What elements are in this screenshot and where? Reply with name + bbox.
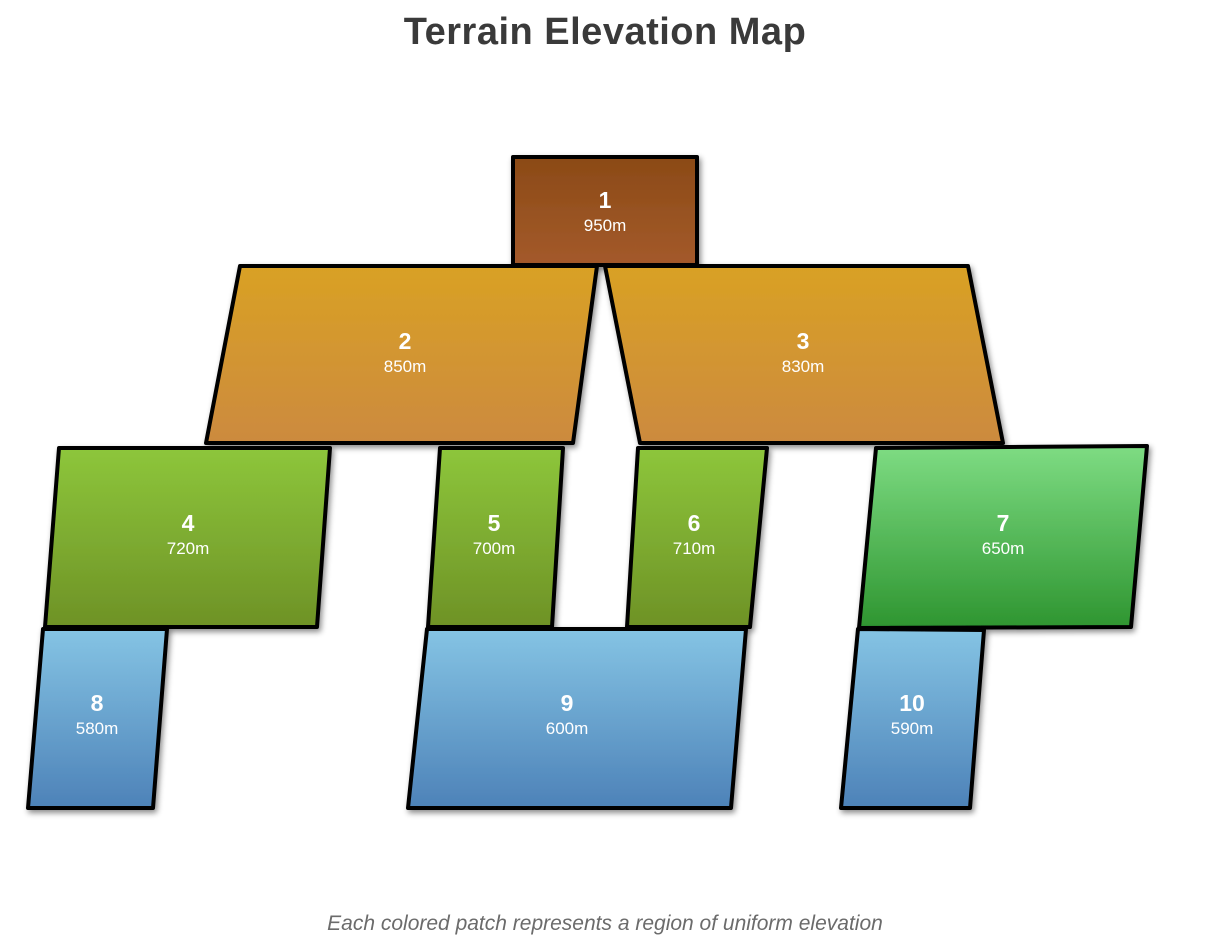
patch-number-label: 4 xyxy=(182,510,195,536)
patch-3: 3 830m xyxy=(603,264,1005,445)
patch-elevation-label: 850m xyxy=(384,357,427,376)
patch-5: 5 700m xyxy=(426,446,565,629)
patch-2: 2 850m xyxy=(204,264,599,445)
patch-1: 1 950m xyxy=(511,155,699,267)
patch-9: 9 600m xyxy=(406,627,748,810)
figure-caption: Each colored patch represents a region o… xyxy=(327,912,883,935)
patch-elevation-label: 720m xyxy=(167,539,210,558)
patch-number-label: 9 xyxy=(561,690,574,716)
patch-number-label: 6 xyxy=(688,510,701,536)
patch-region-8 xyxy=(26,627,169,810)
patch-elevation-label: 700m xyxy=(473,539,516,558)
patch-region-2 xyxy=(204,264,599,445)
patch-elevation-label: 600m xyxy=(546,719,589,738)
patch-8: 8 580m xyxy=(26,627,169,810)
patch-elevation-label: 580m xyxy=(76,719,119,738)
patch-number-label: 5 xyxy=(488,510,501,536)
patch-number-label: 3 xyxy=(797,328,810,354)
patch-elevation-label: 830m xyxy=(782,357,825,376)
patch-elevation-label: 590m xyxy=(891,719,934,738)
patch-number-label: 1 xyxy=(599,187,612,213)
patch-4: 4 720m xyxy=(43,446,332,629)
patch-6: 6 710m xyxy=(625,446,769,629)
patch-region-6 xyxy=(625,446,769,629)
patch-region-7 xyxy=(857,444,1149,630)
patch-elevation-label: 950m xyxy=(584,216,627,235)
patch-10: 10 590m xyxy=(839,627,986,810)
patch-number-label: 7 xyxy=(997,510,1010,536)
patch-region-3 xyxy=(603,264,1005,445)
patch-elevation-label: 650m xyxy=(982,539,1025,558)
patch-region-9 xyxy=(406,627,748,810)
patch-7: 7 650m xyxy=(857,444,1149,630)
patch-region-5 xyxy=(426,446,565,629)
patch-region-10 xyxy=(839,627,986,810)
patch-number-label: 8 xyxy=(91,690,104,716)
patch-number-label: 2 xyxy=(399,328,412,354)
page-title: Terrain Elevation Map xyxy=(403,11,807,53)
patch-region-4 xyxy=(43,446,332,629)
patch-number-label: 10 xyxy=(899,690,925,716)
patch-elevation-label: 710m xyxy=(673,539,716,558)
